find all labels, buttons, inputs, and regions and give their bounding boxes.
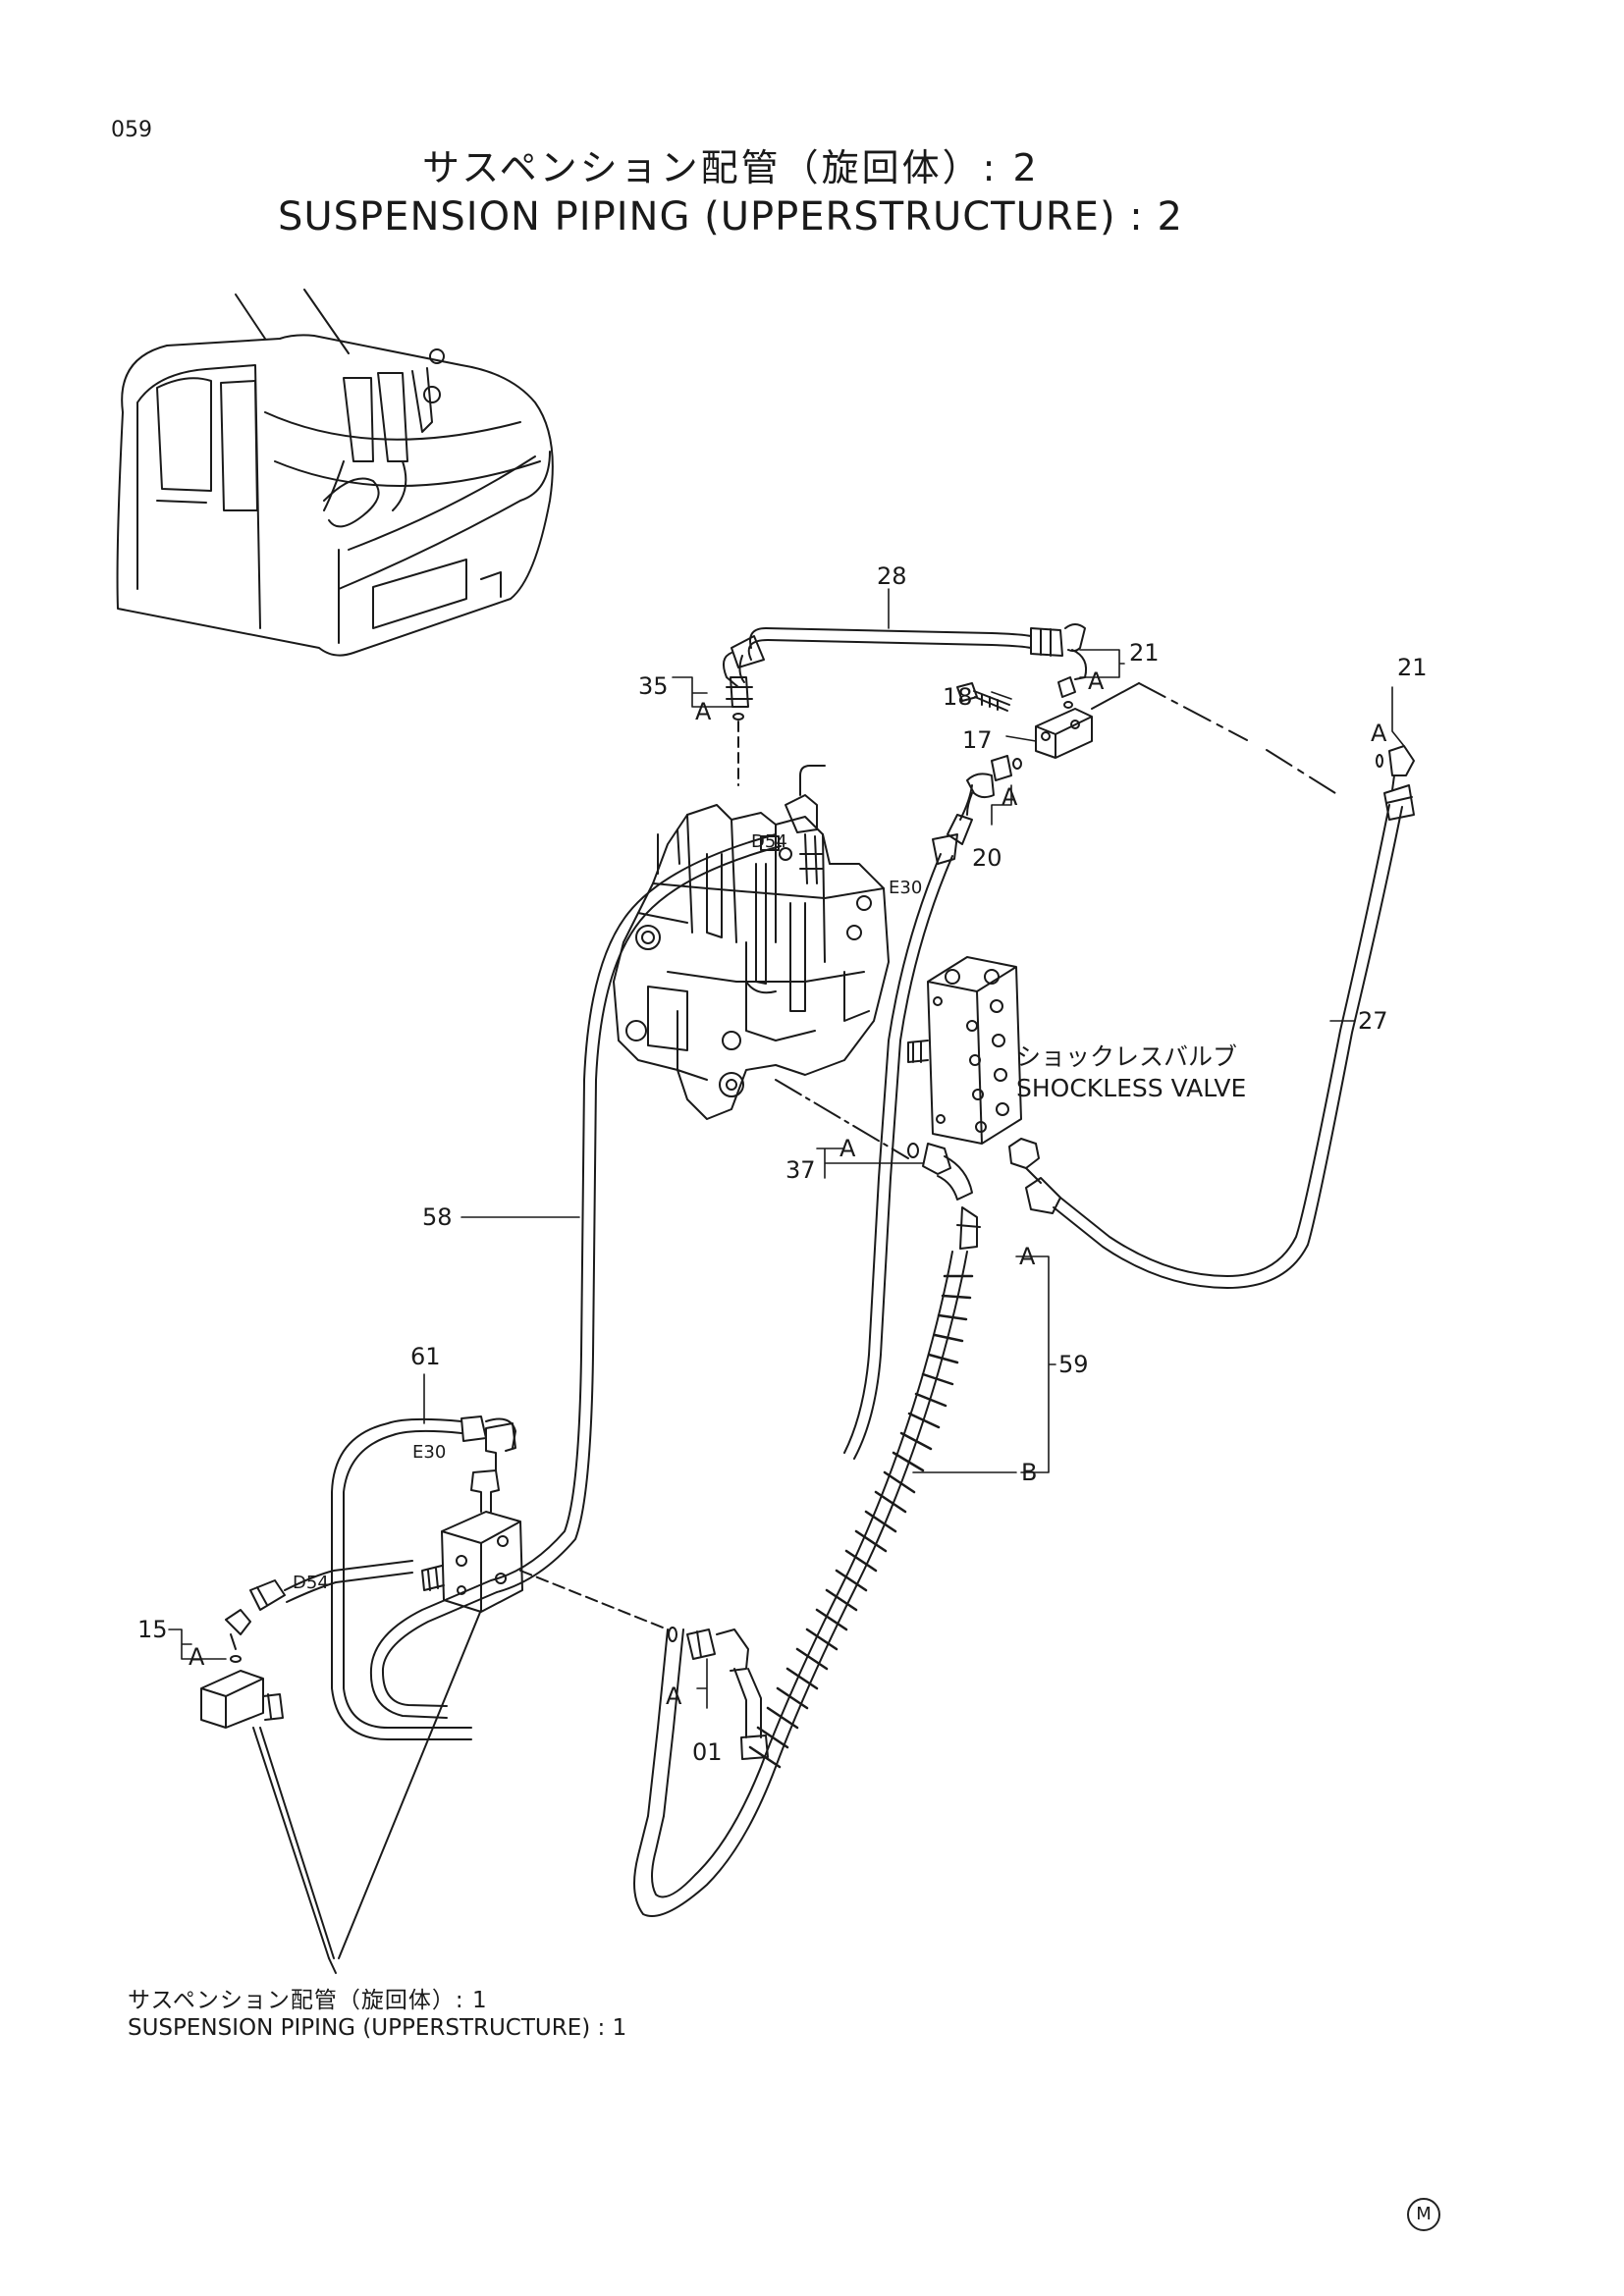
reference-label-japanese: サスペンション配管（旋回体）: 1 bbox=[128, 1988, 488, 2013]
fitting-35 bbox=[726, 676, 753, 786]
reference-label-english: SUSPENSION PIPING (UPPERSTRUCTURE) : 1 bbox=[128, 2015, 627, 2041]
hose-27 bbox=[1008, 745, 1415, 1289]
hose-28 bbox=[722, 623, 1088, 688]
code-e30-left: E30 bbox=[412, 1442, 446, 1463]
callout-17: 17 bbox=[962, 726, 993, 754]
callout-21-left: 21 bbox=[1129, 639, 1160, 667]
callout-28: 28 bbox=[877, 562, 907, 590]
callout-21-right: 21 bbox=[1397, 654, 1428, 681]
marker-a-59: A bbox=[1019, 1243, 1036, 1270]
page-title-english: SUSPENSION PIPING (UPPERSTRUCTURE) : 2 bbox=[278, 194, 1183, 240]
callout-58: 58 bbox=[422, 1203, 453, 1231]
marker-a-21: A bbox=[1088, 667, 1105, 695]
marker-a-37: A bbox=[839, 1135, 856, 1162]
marker-b-59: B bbox=[1021, 1459, 1037, 1486]
small-valve-block bbox=[421, 1422, 523, 1613]
marker-a-01: A bbox=[666, 1682, 682, 1710]
page-title-japanese: サスペンション配管（旋回体）: 2 bbox=[422, 146, 1040, 189]
marker-a-21-right: A bbox=[1371, 720, 1387, 747]
callout-27: 27 bbox=[1358, 1007, 1388, 1035]
hose-61 bbox=[331, 1415, 516, 1740]
hose-58 bbox=[369, 833, 782, 1719]
code-d54-top: D54 bbox=[751, 831, 787, 852]
marker-a-35: A bbox=[695, 698, 712, 725]
control-valve-block bbox=[613, 765, 890, 1120]
reference-leaders bbox=[252, 1609, 482, 1974]
code-d54-left: D54 bbox=[293, 1573, 329, 1593]
excavator-thumbnail bbox=[116, 289, 554, 657]
callout-59: 59 bbox=[1058, 1351, 1089, 1378]
bracket-17-assembly bbox=[956, 676, 1336, 816]
shockless-valve-label-english: SHOCKLESS VALVE bbox=[1016, 1074, 1246, 1102]
callout-01: 01 bbox=[692, 1738, 723, 1766]
shockless-valve-block bbox=[907, 956, 1022, 1145]
code-e30-top: E30 bbox=[889, 878, 922, 898]
shockless-valve-label-japanese: ショックレスバルブ bbox=[1016, 1042, 1237, 1071]
page-number: 059 bbox=[111, 118, 152, 142]
fitting-15 bbox=[200, 1560, 413, 1729]
marker-a-20: A bbox=[1001, 783, 1018, 811]
callout-61: 61 bbox=[410, 1343, 441, 1370]
fitting-37 bbox=[775, 1079, 973, 1201]
callout-35: 35 bbox=[638, 672, 669, 700]
callout-15: 15 bbox=[137, 1616, 168, 1643]
maker-mark-icon: M bbox=[1407, 2198, 1440, 2231]
callout-leaders bbox=[168, 588, 1405, 1709]
hose-e30 bbox=[843, 784, 973, 1460]
marker-a-15: A bbox=[189, 1643, 205, 1671]
callout-37: 37 bbox=[785, 1156, 816, 1184]
hose-59 bbox=[633, 1206, 981, 1917]
callout-18: 18 bbox=[943, 683, 973, 711]
callout-20: 20 bbox=[972, 844, 1002, 872]
fitting-01 bbox=[519, 1570, 769, 1760]
